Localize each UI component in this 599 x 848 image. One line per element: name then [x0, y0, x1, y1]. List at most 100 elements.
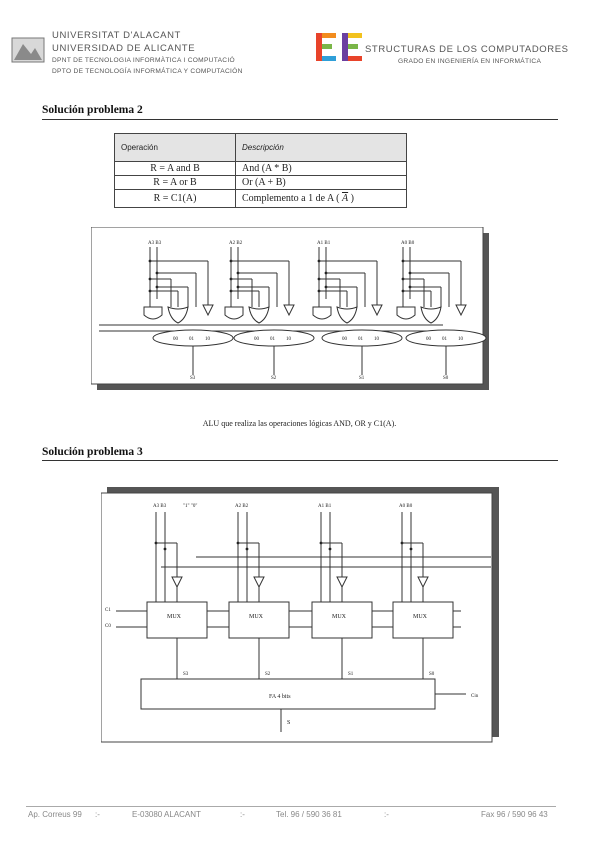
table-header-operation: Operación [114, 133, 236, 162]
footer-fax: Fax 96 / 590 96 43 [481, 810, 548, 819]
input-label: A3 B3 [153, 504, 167, 509]
mux-input-label: 00 [254, 337, 260, 342]
input-label: A1 B1 [318, 504, 332, 509]
not-gate-icon [171, 576, 183, 589]
section-2-title: Solución problema 2 [42, 104, 143, 116]
not-gate-icon [283, 304, 295, 317]
not-gate-icon [417, 576, 429, 589]
output-label: S3 [190, 376, 196, 381]
mux-box [228, 601, 290, 639]
footer-address: Ap. Correus 99 [28, 810, 82, 819]
mux-input-label: 01 [270, 337, 276, 342]
footer-separator: :- [384, 810, 389, 819]
mux-input-label: 10 [205, 337, 211, 342]
table-cell: R = C1(A) [114, 189, 236, 208]
adder-box [140, 678, 436, 710]
junction-dot [328, 547, 332, 551]
input-label: A2 B2 [229, 241, 243, 246]
operations-table: Operación Descripción R = A and B And (A… [114, 133, 407, 208]
section-2-rule [42, 119, 558, 120]
footer-postal: E-03080 ALACANT [132, 810, 201, 819]
mux-box [146, 601, 208, 639]
header-line-4: DPTO DE TECNOLOGÍA INFORMÁTICA Y COMPUTA… [52, 68, 243, 75]
mux-label: MUX [167, 614, 182, 620]
course-subtitle: GRADO EN INGENIERÍA EN INFORMÁTICA [398, 58, 542, 65]
output-label: S2 [271, 376, 277, 381]
mux-input-label: 00 [342, 337, 348, 342]
overbar-a: A [342, 193, 349, 204]
university-logo-icon [11, 37, 45, 63]
output-label: S1 [359, 376, 365, 381]
mux-input-label: 10 [458, 337, 464, 342]
mux-output-label: S0 [429, 672, 435, 677]
table-row: R = A or B Or (A + B) [114, 175, 407, 190]
and-gate-icon [396, 306, 416, 320]
mux-output-label: S2 [265, 672, 271, 677]
header-line-3: DPNT DE TECNOLOGIA INFORMÀTICA I COMPUTA… [52, 57, 235, 64]
mux-label: MUX [332, 614, 347, 620]
mux-label: MUX [413, 614, 428, 620]
mux-input-label: 10 [374, 337, 380, 342]
section-3-rule [42, 460, 558, 461]
mux-input-label: 01 [189, 337, 195, 342]
university-logo [11, 34, 45, 64]
header-line-2: UNIVERSIDAD DE ALICANTE [52, 43, 196, 54]
input-label: A0 B0 [399, 504, 413, 509]
course-logo-icon [316, 33, 362, 61]
mux-input-label: 10 [286, 337, 292, 342]
or-gate-icon [420, 306, 442, 324]
input-label: A2 B2 [235, 504, 249, 509]
footer-phone: Tel. 96 / 590 36 81 [276, 810, 342, 819]
mux-label: MUX [249, 614, 264, 620]
footer-separator: :- [95, 810, 100, 819]
not-gate-icon [455, 304, 467, 317]
table-cell: R = A or B [114, 175, 236, 190]
junction-dot [245, 547, 249, 551]
constant-label: "1" "0" [183, 504, 197, 509]
table-cell: And (A * B) [235, 161, 407, 176]
mux-box [392, 601, 454, 639]
or-gate-icon [336, 306, 358, 324]
not-gate-icon [253, 576, 265, 589]
table-row: R = C1(A) Complemento a 1 de A ( A ) [114, 189, 407, 208]
not-gate-icon [202, 304, 214, 317]
mux-input-label: 01 [358, 337, 364, 342]
mux-input-label: 00 [426, 337, 432, 342]
mux-input-label: 01 [442, 337, 448, 342]
not-gate-icon [371, 304, 383, 317]
carry-in-label: Cin [471, 694, 479, 699]
control-label: C0 [105, 624, 111, 629]
and-gate-icon [312, 306, 332, 320]
output-label: S0 [443, 376, 449, 381]
not-gate-icon [336, 576, 348, 589]
diagram-1-caption: ALU que realiza las operaciones lógicas … [202, 419, 397, 428]
adder-label: FA 4 bits [269, 694, 291, 700]
table-cell: R = A and B [114, 161, 236, 176]
and-gate-icon [224, 306, 244, 320]
table-header-description: Descripción [235, 133, 407, 162]
or-gate-icon [167, 306, 189, 324]
course-title: STRUCTURAS DE LOS COMPUTADORES [365, 44, 569, 55]
mux-output-label: S1 [348, 672, 354, 677]
table-cell: Complemento a 1 de A ( A ) [235, 189, 407, 208]
input-label: A0 B0 [401, 241, 415, 246]
mux-output-label: S3 [183, 672, 189, 677]
section-3-title: Solución problema 3 [42, 446, 143, 458]
junction-dot [163, 547, 167, 551]
control-label: C1 [105, 608, 111, 613]
mux-input-label: 00 [173, 337, 179, 342]
sum-label: S [287, 720, 290, 726]
input-label: A3 B3 [148, 241, 162, 246]
junction-dot [409, 547, 413, 551]
footer-rule [26, 806, 556, 807]
header-line-1: UNIVERSITAT D'ALACANT [52, 30, 181, 41]
course-logo [316, 33, 364, 61]
input-label: A1 B1 [317, 241, 331, 246]
and-gate-icon [143, 306, 163, 320]
table-cell: Or (A + B) [235, 175, 407, 190]
or-gate-icon [248, 306, 270, 324]
mux-box [311, 601, 373, 639]
footer-separator: :- [240, 810, 245, 819]
